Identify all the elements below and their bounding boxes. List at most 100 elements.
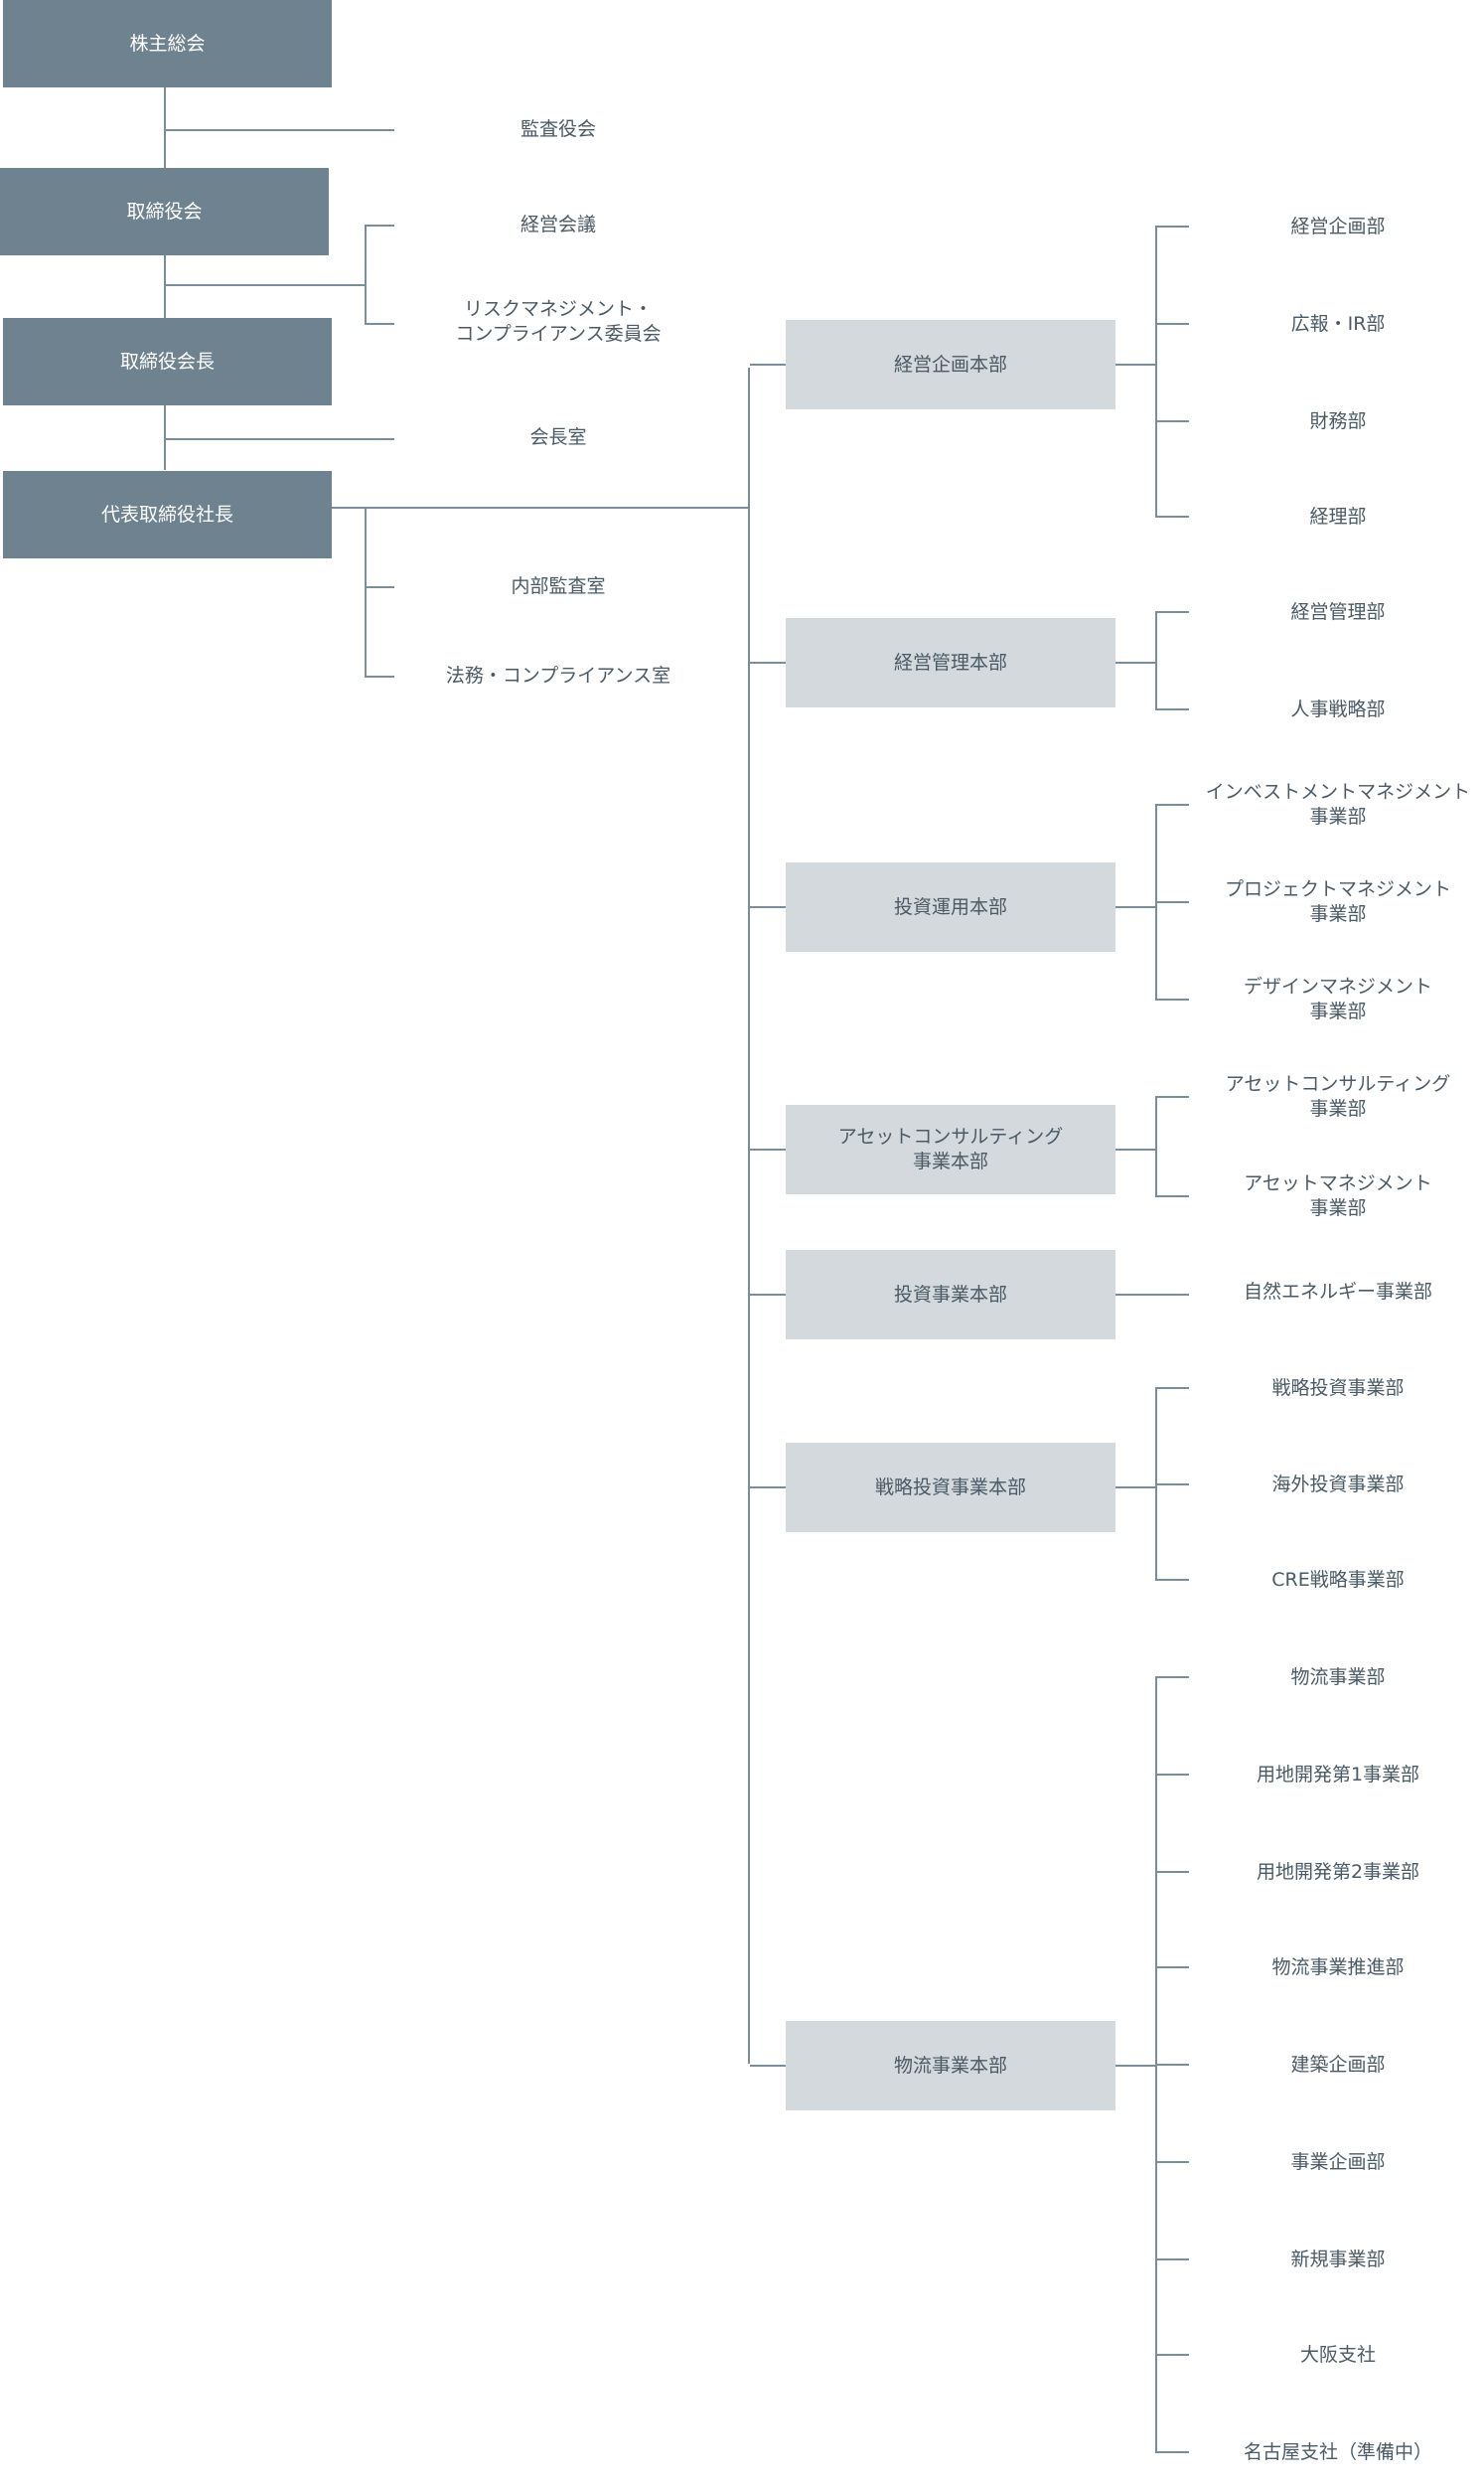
connector-line (1155, 2064, 1189, 2066)
division-box: 投資事業本部 (786, 1250, 1115, 1339)
connector-line (750, 662, 786, 664)
connector-line (1155, 1966, 1189, 1968)
connector-line (365, 507, 367, 677)
connector-line (1155, 226, 1189, 228)
connector-line (166, 438, 394, 440)
department-label: プロジェクトマネジメント事業部 (1224, 878, 1451, 925)
division-box: 経営企画本部 (786, 320, 1115, 409)
connector-line (750, 364, 786, 366)
risk-committee-label: リスクマネジメント・ コンプライアンス委員会 (397, 294, 719, 350)
division-box: 投資運用本部 (786, 862, 1115, 952)
connector-line (750, 1294, 786, 1296)
connector-line (1155, 708, 1189, 710)
risk-committee-line-1: リスクマネジメント・ (463, 298, 653, 321)
department-label: 自然エネルギー事業部 (1243, 1280, 1432, 1303)
connector-line (1155, 323, 1189, 325)
connector-line (1115, 1149, 1155, 1151)
connector-line (750, 2065, 786, 2067)
connector-line (1155, 901, 1189, 903)
chairman-box: 取締役会長 (3, 318, 332, 405)
department-label: 事業企画部 (1290, 2150, 1386, 2173)
department-label: 用地開発第2事業部 (1256, 1860, 1420, 1883)
connector-line (1155, 1096, 1189, 1098)
general-meeting-box: 株主総会 (3, 0, 332, 87)
connector-line (1155, 516, 1189, 518)
management-meeting-label: 経営会議 (519, 213, 596, 235)
chairman-label: 取締役会長 (119, 350, 215, 373)
department-label: 物流事業部 (1290, 1665, 1386, 1688)
department-label: 名古屋支社（準備中） (1243, 2440, 1432, 2463)
connector-line (1155, 1676, 1189, 1678)
department-label: 経営管理部 (1290, 600, 1386, 623)
connector-line (1155, 612, 1157, 709)
connector-line (1115, 1486, 1155, 1488)
president-label: 代表取締役社長 (100, 503, 233, 526)
chairman-office-label: 会長室 (529, 425, 587, 448)
division-box: 戦略投資事業本部 (786, 1443, 1115, 1532)
department-label: デザインマネジメント事業部 (1243, 976, 1432, 1022)
division-box: 物流事業本部 (786, 2021, 1115, 2110)
connector-line (1155, 1195, 1189, 1197)
department-label: インベストメントマネジメント事業部 (1205, 781, 1471, 828)
connector-line (1155, 2161, 1189, 2163)
connector-line (1115, 662, 1155, 664)
department-label: 経営企画部 (1290, 215, 1386, 237)
connector-line (1155, 1483, 1189, 1485)
connector-line (750, 1149, 786, 1151)
connector-line (332, 507, 749, 509)
connector-line (365, 225, 394, 227)
connector-line (1155, 1387, 1189, 1389)
connector-line (1115, 364, 1155, 366)
connector-line (365, 323, 394, 325)
president-box: 代表取締役社長 (3, 471, 332, 558)
connector-line (750, 906, 786, 908)
connector-line (1155, 2354, 1189, 2356)
board-box: 取締役会 (0, 168, 329, 255)
connector-line (1155, 2451, 1189, 2453)
connector-line (1155, 227, 1157, 517)
division-box: アセットコンサルティング事業本部 (786, 1105, 1115, 1194)
department-label: 人事戦略部 (1290, 698, 1386, 720)
department-label: 戦略投資事業部 (1271, 1376, 1405, 1399)
department-label: 新規事業部 (1290, 2248, 1386, 2270)
connector-line (166, 129, 394, 131)
connector-line (365, 225, 367, 324)
auditors-label: 監査役会 (519, 117, 596, 140)
connector-line (365, 676, 394, 678)
division-box: 経営管理本部 (786, 618, 1115, 707)
legal-compliance-label: 法務・コンプライアンス室 (445, 664, 671, 687)
department-label: 用地開発第1事業部 (1256, 1763, 1420, 1785)
department-label: 物流事業推進部 (1271, 1955, 1405, 1978)
connector-line (1155, 999, 1189, 1001)
connector-line (365, 586, 394, 588)
connector-line (1155, 1579, 1189, 1581)
department-label: 広報・IR部 (1290, 312, 1386, 335)
connector-line (1115, 2065, 1155, 2067)
connector-line (1155, 1097, 1157, 1196)
department-label: アセットコンサルティング事業部 (1225, 1073, 1451, 1120)
connector-line (1115, 906, 1155, 908)
connector-line (1155, 420, 1189, 422)
connector-line (1155, 611, 1189, 613)
department-label: 海外投資事業部 (1271, 1473, 1405, 1495)
department-label: 財務部 (1309, 409, 1367, 432)
risk-committee-line-2: コンプライアンス委員会 (455, 323, 662, 345)
connector-line (748, 368, 750, 2064)
connector-line (1155, 804, 1189, 806)
connector-line (1155, 2258, 1189, 2260)
connector-line (1155, 1871, 1189, 1873)
general-meeting-label: 株主総会 (129, 32, 206, 55)
department-label: アセットマネジメント事業部 (1244, 1172, 1432, 1219)
connector-line (750, 1486, 786, 1488)
department-label: CRE戦略事業部 (1271, 1568, 1405, 1591)
department-label: 大阪支社 (1299, 2343, 1376, 2366)
connector-line (1115, 1294, 1189, 1296)
internal-audit-label: 内部監査室 (511, 574, 606, 597)
connector-line (1155, 1774, 1189, 1776)
connector-line (164, 86, 166, 470)
department-label: 建築企画部 (1290, 2053, 1386, 2076)
connector-line (166, 284, 365, 286)
department-label: 経理部 (1309, 505, 1367, 528)
board-label: 取締役会 (126, 200, 203, 223)
